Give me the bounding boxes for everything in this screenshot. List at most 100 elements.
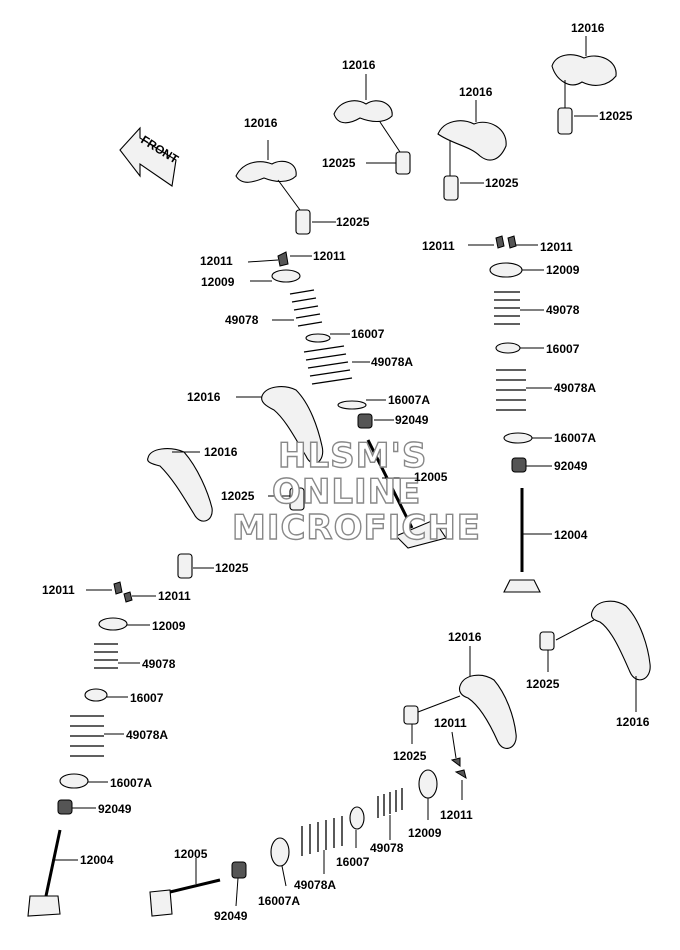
front-arrow-icon: FRONT [119,126,181,187]
adjuster-part [443,140,484,201]
part-label: 92049 [214,909,248,923]
valve-part [27,829,78,917]
part-label: 16007A [388,393,430,407]
lower-seat-part [270,837,290,887]
adjuster-part [557,80,598,135]
part-label: 12025 [393,749,427,763]
part-label: 12016 [204,445,238,459]
retainer-part [98,617,150,631]
part-label: 92049 [395,413,429,427]
part-label: 12005 [174,847,208,861]
rocker-arm-part [590,600,651,712]
inner-spring-part [494,291,544,325]
part-label: 12025 [215,561,249,575]
rocker-arm-part [551,36,617,86]
valve-keeper-part [247,251,312,267]
part-label: 12025 [221,489,255,503]
spring-seat-part [495,342,544,354]
inner-spring-part [94,643,140,669]
part-label: 12016 [342,58,376,72]
part-label: 16007 [351,327,385,341]
part-label: 12016 [244,116,278,130]
part-label: 12011 [158,589,191,603]
valve-keeper-part [450,731,467,800]
part-label: 12004 [80,853,114,867]
adjuster-part [177,553,214,579]
retainer-part [489,262,544,278]
watermark-line-3: MICROFICHE [232,508,481,548]
part-label: 49078A [126,728,168,742]
part-label: 12011 [42,583,75,597]
part-label: 49078 [546,303,580,317]
part-label: 12009 [408,826,442,840]
part-label: 16007 [546,342,580,356]
part-label: 12009 [201,275,235,289]
valve-seal-part [231,861,247,907]
retainer-part [418,769,438,820]
adjuster-part [366,121,411,175]
part-label: 16007 [130,691,164,705]
valve-keeper-part [468,235,538,249]
part-label: 12025 [599,109,633,123]
adjuster-part [539,619,595,672]
valve-seal-part [511,457,552,473]
outer-spring-part [301,816,343,874]
rocker-arm-part [458,646,517,749]
lower-seat-part [503,432,552,444]
spring-seat-part [349,806,365,848]
outer-spring-part [70,715,124,757]
inner-spring-part [377,788,403,840]
part-label: 12004 [554,528,588,542]
part-label: 12011 [422,239,455,253]
valve-part [149,858,221,917]
inner-spring-part [272,289,323,327]
part-label: 12016 [448,630,482,644]
outer-spring-part [303,345,370,385]
adjuster-part [277,179,336,235]
part-label: 16007A [110,776,152,790]
part-label: 12025 [336,215,370,229]
part-label: 12011 [200,254,233,268]
part-label: 49078A [554,381,596,395]
part-label: 12016 [187,390,221,404]
part-label: 12025 [322,156,356,170]
spring-seat-part [305,333,350,343]
part-label: 16007 [336,855,370,869]
part-label: 12011 [540,240,573,254]
rocker-arm-part [333,74,393,124]
part-label: 12025 [526,677,560,691]
valve-part [503,488,552,593]
watermark-line-1: HLSM'S [278,436,427,476]
rocker-arm-part [437,100,507,161]
part-label: 49078 [225,313,259,327]
part-label: 12016 [571,21,605,35]
lower-seat-part [59,773,108,789]
rocker-arm-part [236,386,324,464]
valve-part [366,439,447,549]
part-label: 12011 [434,716,467,730]
part-label: 49078A [294,878,336,892]
part-label: 16007A [554,431,596,445]
part-label: 49078 [370,841,404,855]
rocker-arm-part [235,140,297,183]
outer-spring-part [496,369,552,411]
part-label: 49078 [142,657,176,671]
part-label: 12005 [414,470,448,484]
adjuster-part [403,695,461,744]
part-label: 12016 [459,85,493,99]
valve-seal-part [357,413,394,429]
part-label: 92049 [98,802,132,816]
part-label: 16007A [258,894,300,908]
part-label: 92049 [554,459,588,473]
part-label: 49078A [371,355,413,369]
part-label: 12011 [313,249,346,263]
part-label: 12009 [152,619,186,633]
part-label: 12009 [546,263,580,277]
part-label: 12025 [485,176,519,190]
lower-seat-part [337,399,386,410]
part-label: 12016 [616,715,650,729]
valve-seal-part [57,799,96,815]
spring-seat-part [84,688,128,702]
rocker-arm-part [147,448,213,522]
